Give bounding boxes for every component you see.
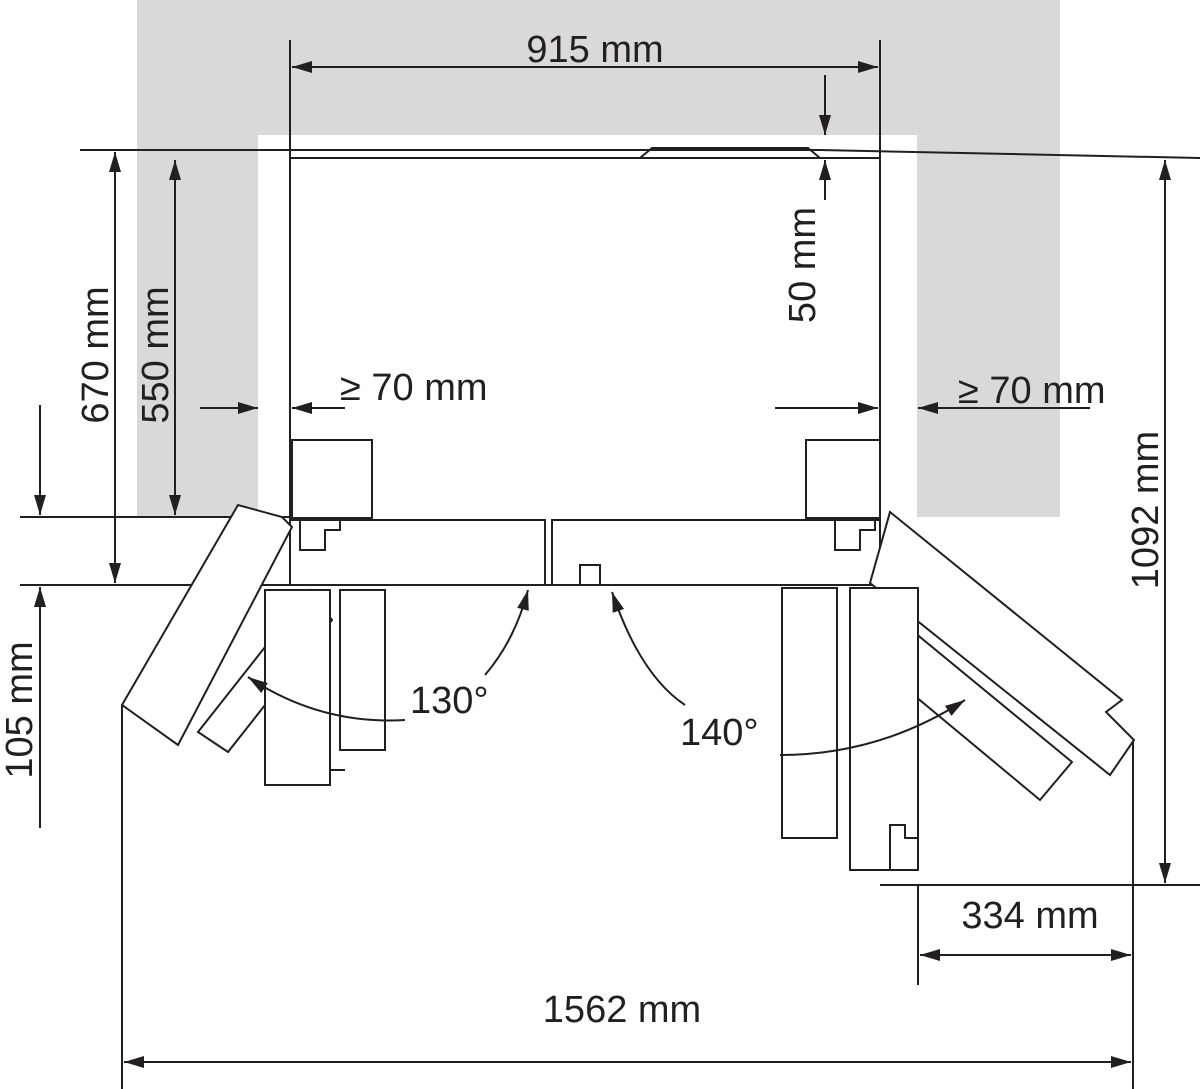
labels: 915 mm 50 mm 670 mm 550 mm ≥ 70 mm ≥ 70 … bbox=[0, 29, 1167, 1031]
left-door-front bbox=[289, 519, 546, 586]
label-50: 50 mm bbox=[782, 207, 824, 323]
label-70-right: ≥ 70 mm bbox=[958, 370, 1106, 412]
angle-arcs bbox=[247, 589, 966, 756]
label-130: 130° bbox=[410, 680, 489, 722]
right-door-front bbox=[551, 519, 881, 586]
door-fronts bbox=[289, 519, 881, 586]
dimension-arrows bbox=[34, 61, 1171, 1068]
label-1092: 1092 mm bbox=[1125, 431, 1167, 589]
arc-130-lower bbox=[247, 676, 406, 722]
label-1562: 1562 mm bbox=[543, 989, 701, 1031]
right-open-door bbox=[781, 510, 1136, 871]
label-105: 105 mm bbox=[0, 641, 41, 778]
label-334: 334 mm bbox=[961, 895, 1098, 937]
arc-140 bbox=[611, 591, 686, 706]
label-70-left: ≥ 70 mm bbox=[340, 367, 488, 409]
arc-130 bbox=[484, 589, 529, 676]
hinge-left bbox=[291, 439, 373, 519]
label-140: 140° bbox=[680, 712, 759, 754]
left-open-door bbox=[120, 503, 386, 786]
label-550: 550 mm bbox=[135, 286, 177, 423]
hinge-right bbox=[805, 439, 881, 519]
label-670: 670 mm bbox=[75, 286, 117, 423]
fridge-cabinet bbox=[289, 147, 881, 586]
label-915: 915 mm bbox=[526, 29, 663, 71]
arc-140-lower bbox=[779, 699, 966, 756]
